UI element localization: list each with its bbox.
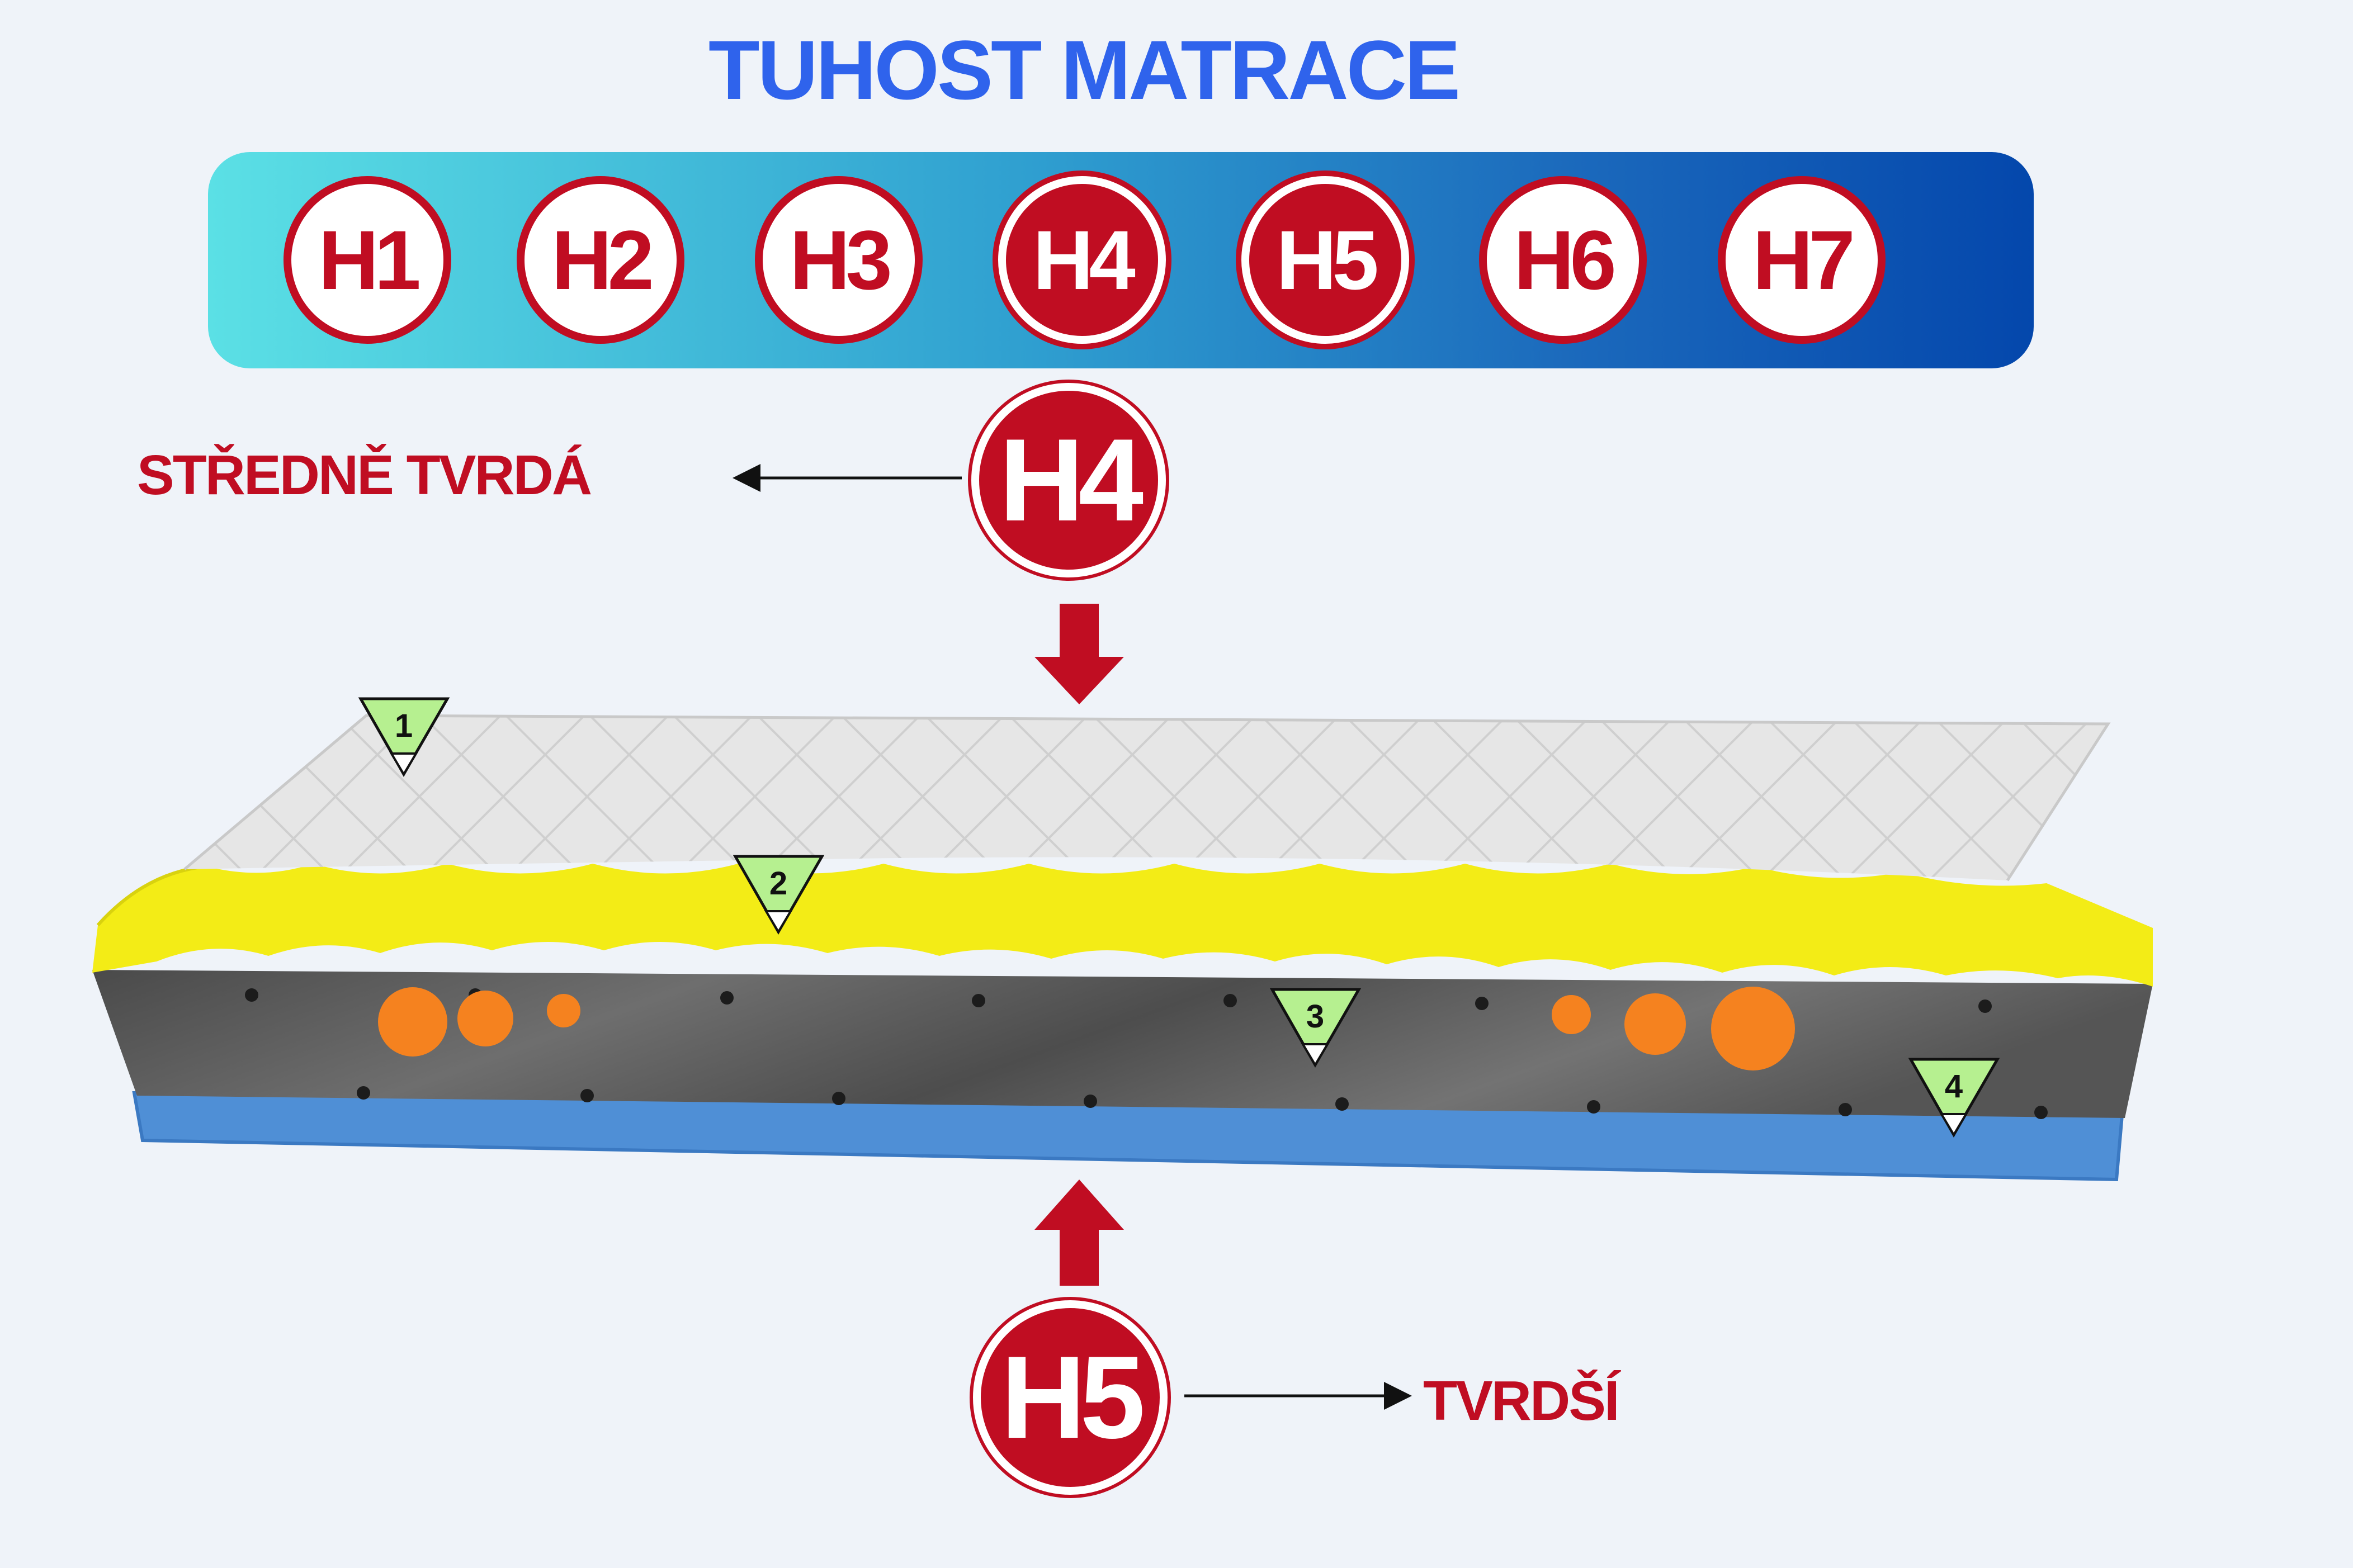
top-side-firmness-label: STŘEDNĚ TVRDÁ bbox=[137, 444, 592, 506]
firmness-chip-h4-selected: H4 bbox=[998, 176, 1166, 344]
layer-marker-1-number: 1 bbox=[395, 708, 413, 744]
layer-marker-3: 3 bbox=[1269, 988, 1362, 1068]
comfort-foam-layer bbox=[92, 864, 2153, 987]
base-foam-layer bbox=[134, 1093, 2122, 1179]
layer-marker-3-number: 3 bbox=[1306, 998, 1324, 1035]
layer-marker-2-number: 2 bbox=[769, 865, 787, 902]
bottom-side-firmness-label: TVRDŠÍ bbox=[1423, 1370, 1620, 1432]
layer-marker-4-number: 4 bbox=[1945, 1068, 1963, 1105]
firmness-scale-bar: H1 H2 H3 H4 H5 H6 H7 bbox=[208, 152, 2034, 368]
page-title: TUHOST MATRACE bbox=[708, 23, 1461, 117]
arrow-down-icon bbox=[1034, 604, 1124, 704]
layer-marker-2: 2 bbox=[733, 855, 825, 935]
arrow-up-icon bbox=[1034, 1179, 1124, 1286]
firmness-chip-h7: H7 bbox=[1718, 176, 1886, 344]
layer-marker-4: 4 bbox=[1908, 1058, 2000, 1138]
orange-inserts bbox=[378, 987, 1795, 1070]
layer-marker-1: 1 bbox=[358, 697, 450, 778]
